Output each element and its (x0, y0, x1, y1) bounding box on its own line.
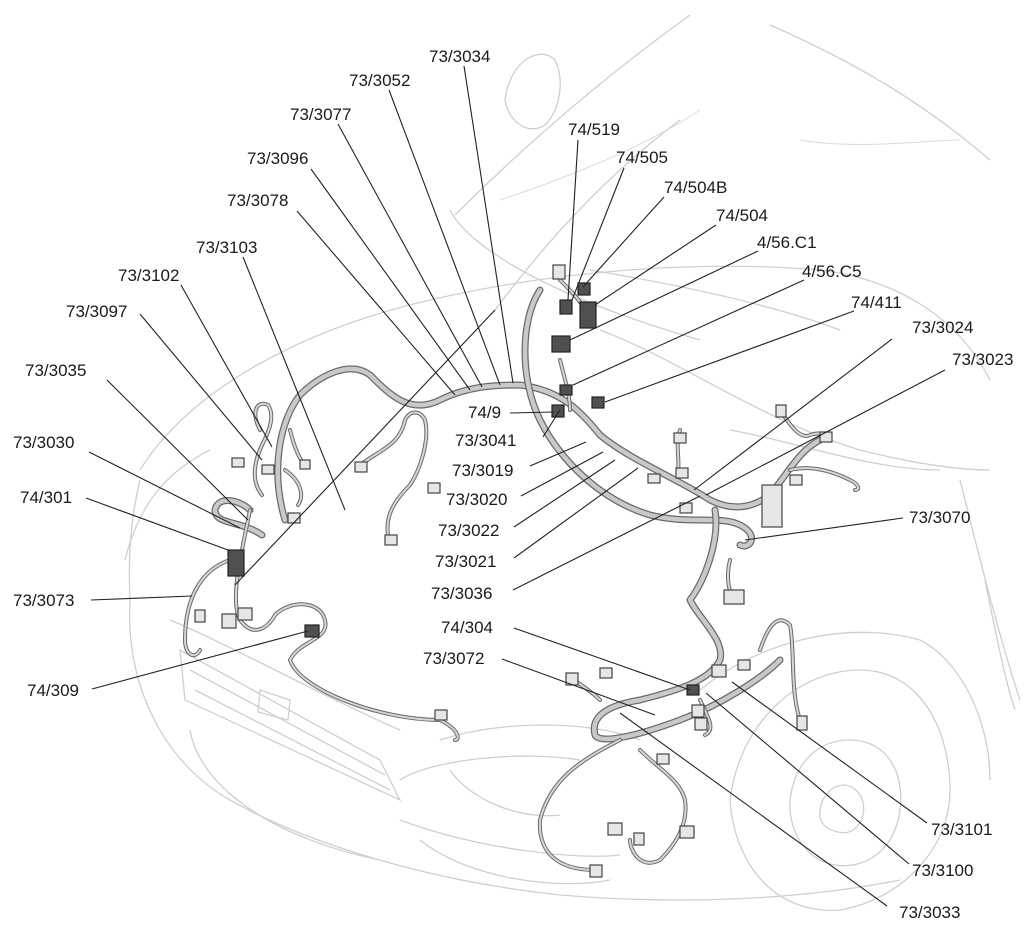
wiring-harness (211, 286, 824, 743)
label-73-3035: 73/3035 (25, 361, 86, 380)
label-74-411: 74/411 (851, 293, 902, 312)
label-73-3101: 73/3101 (931, 820, 992, 839)
label-73-3072: 73/3072 (423, 649, 484, 668)
label-73-3073: 73/3073 (13, 591, 74, 610)
label-73-3019: 73/3019 (452, 461, 513, 480)
wire-branches (183, 278, 861, 872)
connectors (194, 264, 833, 878)
label-74-504: 74/504 (716, 206, 768, 225)
label-74-301: 74/301 (20, 488, 72, 507)
label-74-304: 74/304 (441, 618, 493, 637)
label-73-3078: 73/3078 (227, 191, 288, 210)
label-73-3052: 73/3052 (349, 71, 410, 90)
label-73-3034: 73/3034 (429, 47, 490, 66)
label-73-3036: 73/3036 (431, 584, 492, 603)
label-74-309: 74/309 (27, 681, 79, 700)
label-4-56-c5: 4/56.C5 (802, 262, 862, 281)
label-73-3041: 73/3041 (455, 431, 516, 450)
label-73-3077: 73/3077 (290, 105, 351, 124)
label-73-3033: 73/3033 (899, 903, 960, 922)
label-73-3096: 73/3096 (247, 149, 308, 168)
label-73-3030: 73/3030 (13, 433, 74, 452)
label-73-3021: 73/3021 (435, 552, 496, 571)
label-73-3102: 73/3102 (118, 266, 179, 285)
label-74-9: 74/9 (468, 403, 501, 422)
label-73-3022: 73/3022 (438, 521, 499, 540)
label-4-56-c1: 4/56.C1 (757, 233, 817, 252)
label-73-3020: 73/3020 (446, 490, 507, 509)
part-labels: 73/3034 73/3052 73/3077 73/3096 73/3078 … (13, 47, 1013, 922)
car-body-outline (124, 14, 1021, 911)
label-73-3103: 73/3103 (196, 238, 257, 257)
label-74-505: 74/505 (616, 148, 668, 167)
label-73-3023: 73/3023 (952, 350, 1013, 369)
label-74-504b: 74/504B (664, 178, 727, 197)
label-74-519: 74/519 (568, 120, 620, 139)
leader-lines (85, 65, 946, 907)
label-73-3070: 73/3070 (909, 508, 970, 527)
label-73-3100: 73/3100 (912, 861, 973, 880)
label-73-3024: 73/3024 (912, 318, 973, 337)
label-73-3097: 73/3097 (66, 302, 127, 321)
